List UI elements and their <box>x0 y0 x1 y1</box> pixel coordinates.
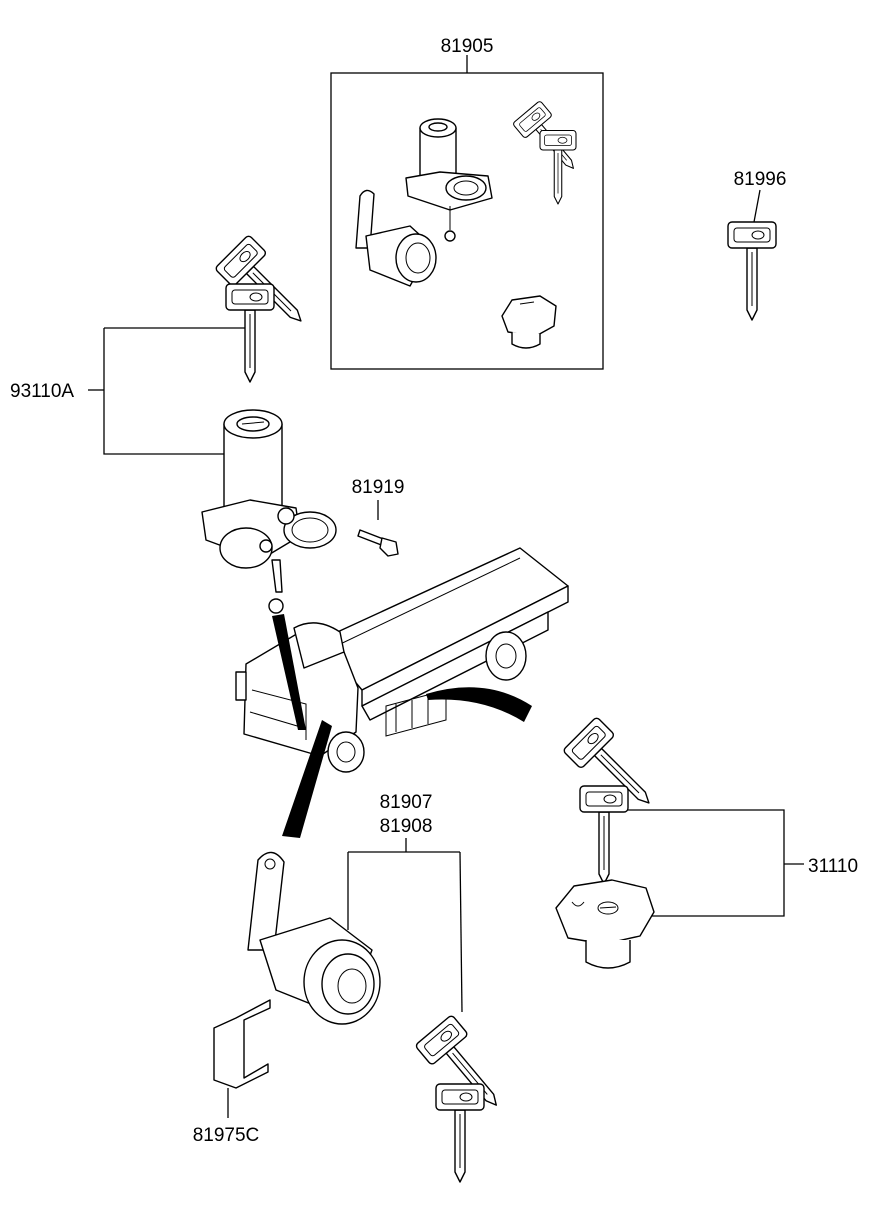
key-set-small <box>511 99 588 205</box>
part-label-81996: 81996 <box>734 169 787 190</box>
fuel-cap-keys <box>561 715 667 885</box>
ignition-cylinder <box>201 409 337 614</box>
part-label-81919: 81919 <box>352 477 405 498</box>
ignition-cylinder-small <box>405 118 493 242</box>
part-label-31110: 31110 <box>808 856 858 877</box>
key-81996: 81996 <box>727 169 787 321</box>
part-label-81975C: 81975C <box>193 1125 260 1146</box>
pointer-door <box>282 720 332 838</box>
part-label-93110A: 93110A <box>10 381 74 402</box>
ignition-set-93110A: 93110A <box>10 233 337 614</box>
door-lock-small <box>355 189 437 287</box>
pointer-fuel <box>426 687 532 722</box>
fuel-cap-small <box>501 295 557 349</box>
door-lock-81907-81908: 81907 81908 <box>247 792 516 1183</box>
truck-illustration <box>235 547 569 773</box>
part-label-81905: 81905 <box>441 36 494 57</box>
clip-81975C: 81975C <box>193 999 271 1146</box>
kit-81905: 81905 <box>330 36 604 370</box>
ignition-keys <box>213 233 319 383</box>
pointer-ignition <box>272 614 306 730</box>
part-label-81907: 81907 <box>380 792 433 813</box>
door-lock-keys <box>414 1013 516 1183</box>
part-label-81908: 81908 <box>380 816 433 837</box>
fuel-cap <box>555 879 655 969</box>
fuel-cap-set-31110: 31110 <box>555 715 858 969</box>
bolt-81919: 81919 <box>352 477 405 557</box>
